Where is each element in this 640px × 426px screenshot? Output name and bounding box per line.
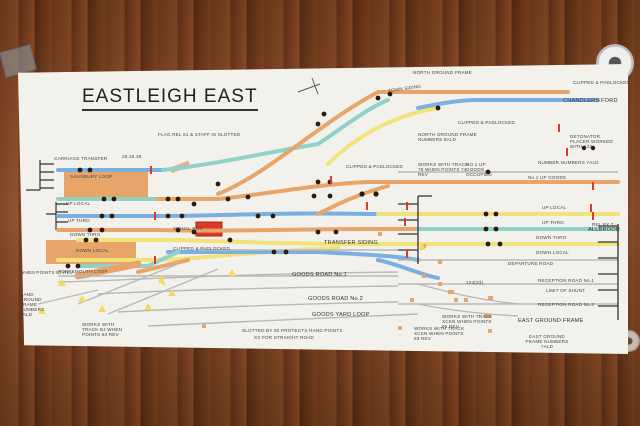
note-clipped-padlocked-4: CLIPPED & PADLOCKED [173,246,231,251]
note-clipped-padlocked-3: CLIPPED & PADLOCKED [346,164,404,169]
label-departure-road: DEPARTURE ROAD [508,261,554,266]
compass-icon [297,77,321,95]
label-down-thro-left: DOWN THRO [70,232,101,237]
note-works-east-1: WORKS WITH TRACK XCKN WHEN POINTS 95 REV [442,314,493,329]
note-no1-up-goods: NO.1 UP GOODS OCCUPIED [466,162,492,177]
label-signal-nums: 26.28.36 [122,154,142,159]
label-allbrook: ALLBROOK [588,227,620,233]
label-up-local-right: UP LOCAL [542,205,567,210]
platform-salisbury [64,172,148,198]
label-goods-yard-loop: GOODS YARD LOOP [312,312,370,318]
note-ts-124: 124(33) [466,280,484,285]
note-works-with-track-53: WORKS WITH TRACK BJ WHEN POINTS 53 REV [82,322,123,337]
note-works-east-2: WORKS WITH TRACK XCKN WHEN POINTS 93 REV [414,326,465,341]
note-clipped-padlocked-1: CLIPPED & PADLOCKED [573,80,631,85]
subtitle-note: FLAG REL 61 & STAFF IS SLOTTED [158,132,241,137]
note-works-with-track-74: WORKS WITH TRACK 76 WHEN POINTS 74 REV [418,162,469,177]
label-north-ground-frame: NORTH GROUND FRAME [413,70,472,75]
note-north-ground-frame-numbers: NORTH GROUND FRAME NUMBERS 5ALD [418,132,477,142]
label-carriage-transfer: CARRIAGE TRANSFER [54,156,108,161]
note-limit-of-shunt: LIMIT OF SHUNT [546,288,586,293]
note-detonator-placer: DETONATOR PLACER WORKED WITH 132 [570,134,613,149]
label-salisbury-loop: SALISBURY LOOP [70,174,113,179]
note-slotted-by: SLOTTED BY 90 PROTECTS HAND POINTS [242,328,343,333]
label-chandlers-ford: CHANDLERS FORD [563,98,618,104]
label-reception-road-2: RECEPTION ROAD No.2 [538,302,595,307]
diagram-title: EASTLEIGH EAST [82,86,258,111]
label-up-thro-left: UP THRO [68,218,90,223]
label-down-local-right: DOWN LOCAL [536,250,569,255]
label-up-thro-right: UP THRO [542,220,564,225]
note-rel-by: REL BY 7 [592,222,614,227]
note-number-nos: NUMBER NUMBERS 7ALD [538,160,599,165]
label-down-local-left: DOWN LOCAL [76,248,109,253]
label-goods-road-2: GOODS ROAD No.2 [308,296,363,302]
label-down-thro-right: DOWN THRO [536,235,567,240]
note-east-ground-frame-numbers: EAST GROUND FRAME NUMBERS 7ALD [525,334,569,349]
track-layout [26,77,620,333]
note-slotted-by-2: XX FOR STRAIGHT ROAD [254,335,315,340]
note-clipped-padlocked-2: CLIPPED & PADLOCKED [458,120,516,125]
label-transfer-siding: TRANSFER SIDING [324,240,378,246]
label-east-ground-frame: EAST GROUND FRAME [518,318,584,324]
label-goods-road-1: GOODS ROAD No.1 [292,272,347,278]
signal-box-diagram-sheet: EASTLEIGH EAST FLAG REL 61 & STAFF IS SL… [18,64,628,354]
label-portsmouth-loop: PORTSMOUTH LOOP [58,269,108,274]
note-hand-ground-frame: HAND GROUND FRAME NUMBERS 7ALD [20,292,45,317]
label-up-local-left: UP LOCAL [66,201,91,206]
label-signal-box: SIGNAL BOX [173,226,203,231]
label-reception-road-1: RECEPTION ROAD No.1 [538,278,595,283]
note-works-with-track-left: WHEN POINTS 53 REV [20,270,74,275]
label-no1-up-goods: No.1 UP GOODS [528,175,567,180]
